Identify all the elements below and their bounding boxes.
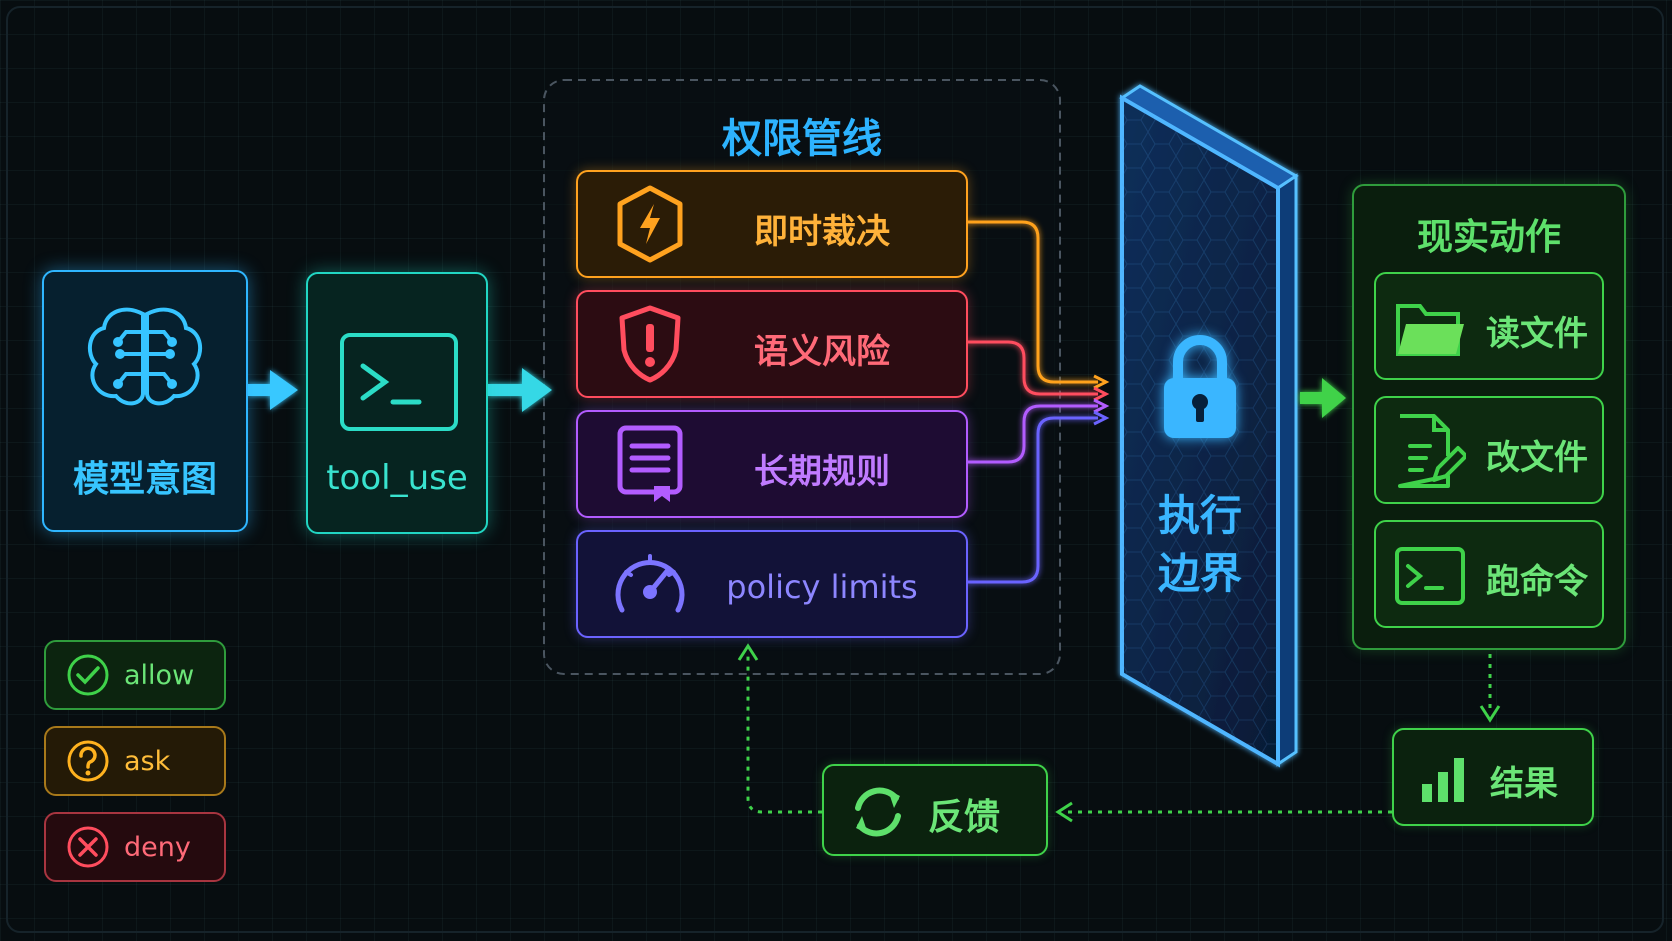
- model-intent-label: 模型意图: [72, 459, 217, 500]
- arrow-boundary-to-actions: [1300, 378, 1346, 418]
- model-intent-node: 模型意图: [42, 270, 248, 532]
- dotted-feedback-to-pipeline: [746, 656, 822, 814]
- gauge-icon: [615, 554, 685, 613]
- connector-policy: [967, 416, 1098, 584]
- arrowhead-to-feedback: [1055, 801, 1073, 823]
- stage-semantic-risk: 语义风险: [576, 290, 968, 398]
- stage-immediate-verdict: 即时裁决: [576, 170, 968, 278]
- stage-immediate-label: 即时裁决: [754, 212, 890, 252]
- result-node: 结果: [1392, 728, 1594, 826]
- stage-policy-limits: policy limits: [576, 530, 968, 638]
- feedback-node: 反馈: [822, 764, 1048, 856]
- question-circle-icon: [67, 740, 109, 782]
- stage-semantic-label: 语义风险: [754, 332, 890, 372]
- legend-allow: allow: [44, 640, 226, 710]
- legend-ask: ask: [44, 726, 226, 796]
- terminal-icon: [1395, 547, 1465, 605]
- tool-use-label: tool_use: [326, 458, 468, 498]
- edit-file-icon: [1398, 414, 1466, 488]
- folder-icon: [1396, 304, 1464, 356]
- check-circle-icon: [67, 654, 109, 696]
- connector-immediate: [967, 220, 1098, 384]
- legend-allow-label: allow: [124, 659, 195, 691]
- stage-connectors: [967, 220, 1098, 584]
- action-edit-label: 改文件: [1486, 438, 1588, 478]
- real-actions-title: 现实动作: [1416, 217, 1561, 258]
- bar-chart-icon: [1422, 758, 1464, 802]
- lightning-shield-icon: [617, 185, 683, 263]
- legend-ask-label: ask: [124, 745, 171, 777]
- action-read-label: 读文件: [1486, 314, 1588, 354]
- feedback-loop-lines: [746, 654, 1492, 814]
- x-circle-icon: [67, 826, 109, 868]
- refresh-cycle-icon: [855, 787, 901, 837]
- stage-rules-label: 长期规则: [754, 452, 890, 492]
- stage-long-term-rules: 长期规则: [576, 410, 968, 518]
- boundary-label-line1: 执行: [1157, 491, 1242, 540]
- arrow-tool-to-pipeline: [488, 368, 552, 412]
- brain-icon: [87, 307, 203, 406]
- result-label: 结果: [1490, 764, 1558, 804]
- action-run-command: 跑命令: [1374, 520, 1604, 628]
- boundary-label-line2: 边界: [1157, 549, 1242, 598]
- terminal-icon: [340, 333, 458, 431]
- connector-rules: [967, 404, 1098, 464]
- arrow-intent-to-tool: [248, 370, 298, 410]
- lock-icon: [1164, 335, 1236, 438]
- arrowhead-to-result: [1479, 705, 1501, 723]
- legend-deny-label: deny: [124, 831, 191, 863]
- connector-arrowheads: [1093, 374, 1110, 426]
- outer-frame: [6, 6, 1664, 933]
- stage-policy-label: policy limits: [726, 568, 918, 606]
- action-edit-file: 改文件: [1374, 396, 1604, 504]
- legend-deny: deny: [44, 812, 226, 882]
- arrowhead-to-pipeline: [737, 643, 759, 661]
- action-read-file: 读文件: [1374, 272, 1604, 380]
- document-bookmark-icon: [617, 425, 683, 502]
- pipeline-title: 权限管线: [722, 116, 882, 162]
- action-run-label: 跑命令: [1486, 562, 1588, 602]
- alert-shield-icon: [619, 305, 681, 383]
- connector-semantic: [967, 340, 1098, 396]
- tool-use-node: tool_use: [306, 272, 488, 534]
- feedback-label: 反馈: [928, 797, 1001, 838]
